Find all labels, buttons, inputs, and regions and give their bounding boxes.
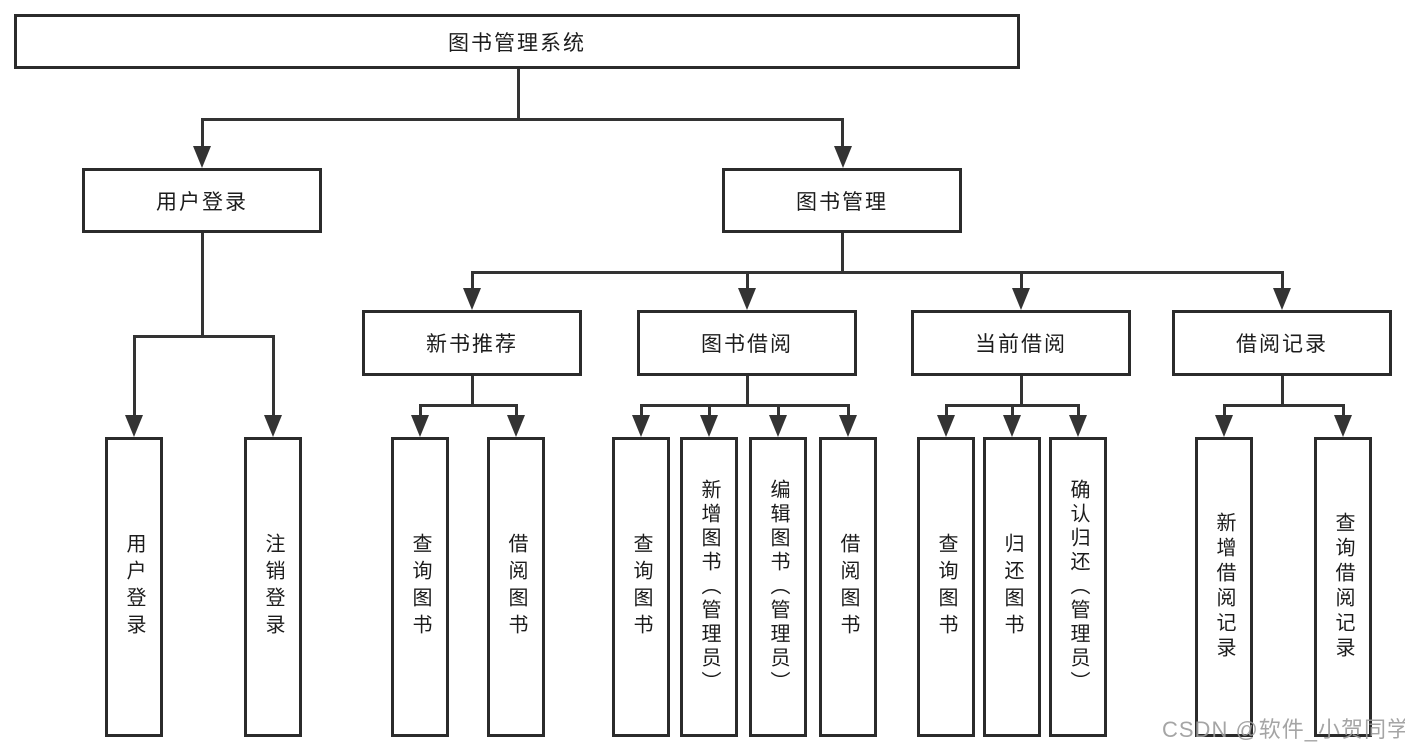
connector-line [1223,404,1345,407]
connector-line [777,404,780,415]
arrowhead-down-icon [834,146,852,168]
connector-line [515,404,518,415]
connector-line [201,118,204,146]
connector-line [746,271,749,288]
leaf-query-books-borrowing: 查询图书 [612,437,670,737]
connector-line [1077,404,1080,415]
connector-line [841,233,844,271]
arrowhead-down-icon [125,415,143,437]
arrowhead-down-icon [264,415,282,437]
leaf-query-books-current: 查询图书 [917,437,975,737]
leaf-borrow-books-borrowing: 借阅图书 [819,437,877,737]
node-user-login: 用户登录 [82,168,322,233]
leaf-edit-books-admin: 编辑图书（管理员） [749,437,807,737]
arrowhead-down-icon [1003,415,1021,437]
connector-line [133,335,136,415]
arrowhead-down-icon [1334,415,1352,437]
leaf-confirm-return-admin: 确认归还（管理员） [1049,437,1107,737]
connector-line [945,404,948,415]
arrowhead-down-icon [632,415,650,437]
connector-line [1223,404,1226,415]
node-book-borrowing: 图书借阅 [637,310,857,376]
connector-line [1020,376,1023,404]
connector-line [419,404,422,415]
arrowhead-down-icon [1069,415,1087,437]
arrowhead-down-icon [1273,288,1291,310]
connector-line [201,118,844,121]
connector-line [746,376,749,404]
connector-line [272,335,275,415]
connector-line [471,376,474,404]
arrowhead-down-icon [463,288,481,310]
connector-line [847,404,850,415]
arrowhead-down-icon [193,146,211,168]
arrowhead-down-icon [738,288,756,310]
connector-line [471,271,474,288]
leaf-add-borrow-record: 新增借阅记录 [1195,437,1253,737]
leaf-query-borrow-record: 查询借阅记录 [1314,437,1372,737]
node-book-management: 图书管理 [722,168,962,233]
connector-line [201,233,204,335]
connector-line [708,404,711,415]
connector-line [517,69,520,118]
arrowhead-down-icon [769,415,787,437]
arrowhead-down-icon [507,415,525,437]
arrowhead-down-icon [411,415,429,437]
connector-line [419,404,518,407]
node-new-book-recommend: 新书推荐 [362,310,582,376]
leaf-add-books-admin: 新增图书（管理员） [680,437,738,737]
connector-line [1281,271,1284,288]
connector-line [1011,404,1014,415]
node-current-borrowing: 当前借阅 [911,310,1131,376]
leaf-return-books: 归还图书 [983,437,1041,737]
connector-line [1342,404,1345,415]
watermark: CSDN @软件_小贺同学 [1162,717,1405,742]
arrowhead-down-icon [700,415,718,437]
connector-line [1020,271,1023,288]
arrowhead-down-icon [839,415,857,437]
leaf-user-login: 用户登录 [105,437,163,737]
arrowhead-down-icon [1012,288,1030,310]
arrowhead-down-icon [1215,415,1233,437]
connector-line [471,271,1284,274]
leaf-borrow-books-recommend: 借阅图书 [487,437,545,737]
leaf-query-books-recommend: 查询图书 [391,437,449,737]
leaf-logout: 注销登录 [244,437,302,737]
connector-line [640,404,643,415]
node-root: 图书管理系统 [14,14,1020,69]
connector-line [841,118,844,146]
arrowhead-down-icon [937,415,955,437]
connector-line [133,335,275,338]
connector-line [1281,376,1284,404]
connector-line [640,404,850,407]
node-borrowing-records: 借阅记录 [1172,310,1392,376]
